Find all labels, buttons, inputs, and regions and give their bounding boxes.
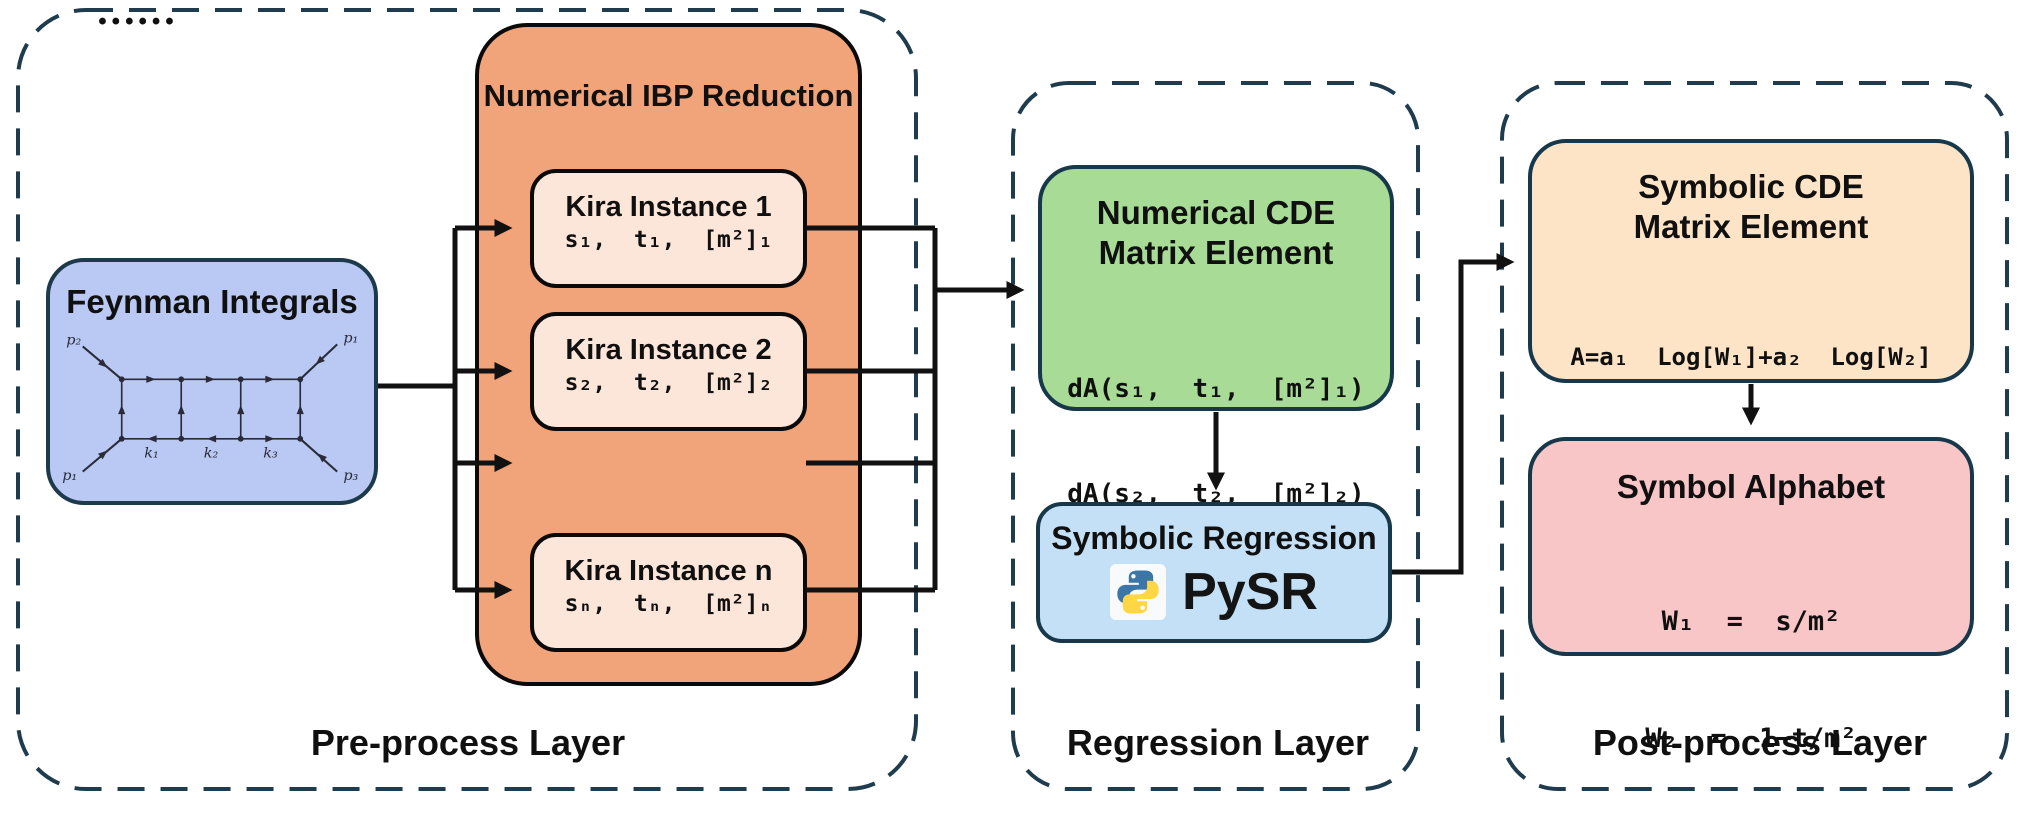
kira-instance-n-box: Kira Instance n sₙ, tₙ, [m²]ₙ bbox=[530, 533, 807, 652]
k2-label: k₂ bbox=[204, 446, 219, 462]
kira-instance-n-title: Kira Instance n bbox=[564, 555, 773, 587]
kira-instance-n-params: sₙ, tₙ, [m²]ₙ bbox=[564, 591, 773, 618]
regression-layer-label: Regression Layer bbox=[1066, 722, 1370, 763]
symbolic-cde-title-line1: Symbolic CDE bbox=[1638, 168, 1864, 205]
pysr-row: PySR bbox=[1040, 562, 1388, 622]
post-process-layer-label: Post-process Layer bbox=[1592, 722, 1928, 763]
kira-instance-2-title: Kira Instance 2 bbox=[565, 334, 772, 366]
kira-instance-2-params: s₂, t₂, [m²]₂ bbox=[564, 370, 773, 397]
python-logo-graphic bbox=[1117, 570, 1159, 614]
arrow-pysr-to-symbolic-cde bbox=[1392, 253, 1515, 575]
k1-label: k₁ bbox=[144, 446, 158, 462]
symbol-alphabet-w1: W₁ = s/m² bbox=[1661, 605, 1841, 637]
numerical-cde-box: Numerical CDE Matrix Element dA(s₁, t₁, … bbox=[1038, 165, 1394, 614]
pysr-label: PySR bbox=[1182, 563, 1318, 622]
symbolic-regression-box: Symbolic Regression PySR bbox=[1036, 502, 1392, 643]
k3-label: k₃ bbox=[263, 446, 278, 462]
p1-bottom-label: p₁ bbox=[62, 468, 77, 484]
kira-instance-1-params: s₁, t₁, [m²]₁ bbox=[564, 227, 773, 254]
pre-process-layer-label: Pre-process Layer bbox=[310, 722, 626, 763]
symbolic-cde-title: Symbolic CDE Matrix Element bbox=[1532, 167, 1970, 248]
python-icon bbox=[1110, 564, 1167, 621]
numerical-cde-line1: dA(s₁, t₁, [m²]₁) bbox=[1067, 373, 1365, 404]
kira-ellipsis: •••••• bbox=[98, 8, 179, 35]
symbolic-cde-box: Symbolic CDE Matrix Element A=a₁ Log[W₁]… bbox=[1528, 139, 1974, 471]
symbol-alphabet-w2: W₂ = 1−t/m² bbox=[1645, 722, 1857, 754]
symbol-alphabet-box: Symbol Alphabet W₁ = s/m² W₂ = 1−t/m² … bbox=[1528, 437, 1974, 754]
numerical-cde-title-line1: Numerical CDE bbox=[1096, 194, 1336, 231]
symbolic-cde-line1: A=a₁ Log[W₁]+a₂ Log[W₂] bbox=[1570, 342, 1932, 371]
numerical-cde-title: Numerical CDE Matrix Element bbox=[1042, 193, 1390, 274]
symbol-alphabet-title: Symbol Alphabet bbox=[1616, 468, 1886, 505]
kira-instance-2-box: Kira Instance 2 s₂, t₂, [m²]₂ bbox=[530, 312, 807, 431]
symbolic-cde-title-line2: Matrix Element bbox=[1633, 208, 1869, 246]
symbol-alphabet-letters: W₁ = s/m² W₂ = 1−t/m² … bbox=[1532, 523, 1970, 820]
momentum-arrows bbox=[98, 355, 327, 463]
p3-label: p₃ bbox=[343, 468, 358, 484]
p2-label: p₂ bbox=[66, 333, 81, 349]
feynman-integrals-title: Feynman Integrals bbox=[66, 283, 358, 320]
kira-instance-1-title: Kira Instance 1 bbox=[565, 191, 772, 223]
leg-labels: p₂ p₁ p₁ p₃ k₁ k₂ k₃ bbox=[62, 331, 358, 484]
symbolic-regression-title: Symbolic Regression bbox=[1051, 520, 1377, 556]
ibp-reduction-title: Numerical IBP Reduction bbox=[483, 78, 854, 113]
p1-top-label: p₁ bbox=[343, 331, 358, 347]
feynman-integrals-box: Feynman Integrals bbox=[46, 258, 378, 505]
kira-instance-1-box: Kira Instance 1 s₁, t₁, [m²]₁ bbox=[530, 169, 807, 288]
symbolic-cde-expression: A=a₁ Log[W₁]+a₂ Log[W₂] + … bbox=[1532, 274, 1970, 543]
feynman-diagram: p₂ p₁ p₁ p₃ k₁ k₂ k₃ bbox=[62, 331, 358, 484]
numerical-cde-title-line2: Matrix Element bbox=[1098, 234, 1334, 272]
vertex-dots bbox=[118, 376, 304, 442]
